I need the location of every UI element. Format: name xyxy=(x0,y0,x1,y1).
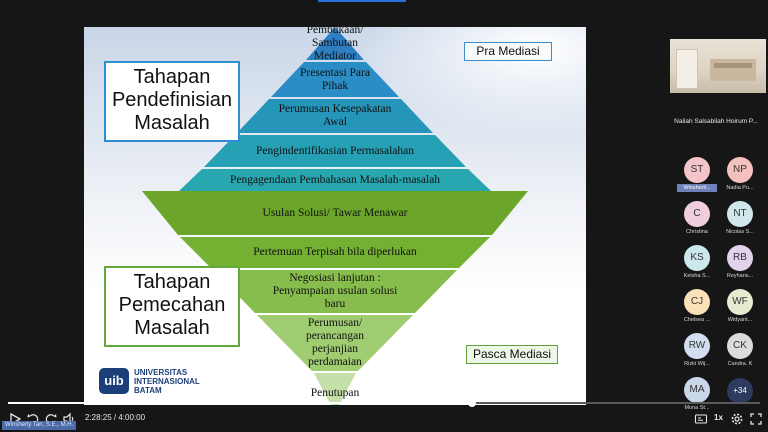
avatar: CK xyxy=(727,333,753,359)
room-shelf-edge xyxy=(714,63,752,68)
participant-name: Reyhans... xyxy=(720,272,760,280)
avatar: WF xyxy=(727,289,753,315)
progress-handle[interactable] xyxy=(468,399,476,407)
camera-participant-name: Nailah Salsabilah Hoirum P... xyxy=(664,118,768,125)
upper-tier-label: Pengindentifikasian Permasalahan xyxy=(84,145,586,158)
playback-time: 2:28:25 / 4:00:00 xyxy=(85,413,145,422)
room-door xyxy=(676,49,698,89)
university-logo: uib UNIVERSITAS INTERNASIONAL BATAM xyxy=(99,368,211,396)
top-accent-line xyxy=(318,0,406,2)
stage-line: Masalah xyxy=(106,112,238,135)
logo-line: BATAM xyxy=(134,386,200,395)
avatar: RW xyxy=(684,333,710,359)
avatar: C xyxy=(684,201,710,227)
lower-tier-label: Pertemuan Terpisah bila diperlukan xyxy=(84,246,586,259)
stage-box-definition: Tahapan Pendefinisian Masalah xyxy=(104,61,240,142)
participant-name: Rizki Wij... xyxy=(677,360,717,368)
participant-name: Widyant... xyxy=(720,316,760,324)
logo-line: INTERNASIONAL xyxy=(134,377,200,386)
avatar: RB xyxy=(727,245,753,271)
participant-name: Christina xyxy=(677,228,717,236)
captions-icon xyxy=(694,412,708,426)
fullscreen-icon xyxy=(749,412,763,426)
captions-button[interactable] xyxy=(694,412,708,426)
lower-tier: Usulan Solusi/ Tawar Menawar xyxy=(84,191,586,235)
stage-line: Pendefinisian xyxy=(106,89,238,112)
participant-name: Mona St... xyxy=(677,404,717,412)
playback-speed-button[interactable]: 1x xyxy=(714,413,723,422)
avatar: MA xyxy=(684,377,710,403)
participant-name: Nadia Pu... xyxy=(720,184,760,192)
logo-line: UNIVERSITAS xyxy=(134,368,200,377)
avatar: NP xyxy=(727,157,753,183)
stage-line: Pemecahan xyxy=(106,294,238,317)
settings-button[interactable] xyxy=(730,412,744,426)
stage-line: Tahapan xyxy=(106,66,238,89)
stage-box-solution: Tahapan Pemecahan Masalah xyxy=(104,266,240,347)
avatar: NT xyxy=(727,201,753,227)
stage-line: Tahapan xyxy=(106,271,238,294)
progress-fill xyxy=(8,402,472,404)
tier-text-line: Pembukaan/ xyxy=(84,27,586,37)
active-speaker-tag: Winsherly Tan, S.E., M.H. xyxy=(2,421,76,430)
tier-text-line: Pengindentifikasian Permasalahan xyxy=(84,145,586,158)
upper-tier: Pengagendaan Pembahasan Masalah-masalah xyxy=(84,169,586,191)
participant-name: Nicolas S... xyxy=(720,228,760,236)
avatar: CJ xyxy=(684,289,710,315)
progress-bar[interactable] xyxy=(8,402,760,404)
fullscreen-button[interactable] xyxy=(749,412,763,426)
participant-name: Keisha S... xyxy=(677,272,717,280)
post-mediation-badge: Pasca Mediasi xyxy=(466,345,558,364)
avatar: KS xyxy=(684,245,710,271)
tier-text-line: Usulan Solusi/ Tawar Menawar xyxy=(84,207,586,220)
participant-name: Candra. K xyxy=(720,360,760,368)
pre-mediation-badge: Pra Mediasi xyxy=(464,42,552,61)
lower-tier: Pertemuan Terpisah bila diperlukan xyxy=(84,237,586,268)
stage-line: Masalah xyxy=(106,317,238,340)
participant-name: Chelsea ... xyxy=(677,316,717,324)
avatar: ST xyxy=(684,157,710,183)
gear-icon xyxy=(730,412,744,426)
uib-logo-icon: uib xyxy=(99,368,129,394)
participant-name: Winsherli... xyxy=(677,184,717,192)
logo-text: UNIVERSITAS INTERNASIONAL BATAM xyxy=(134,368,200,395)
upper-tier-label: Pengagendaan Pembahasan Masalah-masalah xyxy=(84,174,586,187)
more-participants-button[interactable]: +34 xyxy=(727,378,753,404)
tier-text-line: Pengagendaan Pembahasan Masalah-masalah xyxy=(84,174,586,187)
tier-text-line: Pertemuan Terpisah bila diperlukan xyxy=(84,246,586,259)
camera-video-tile[interactable] xyxy=(670,39,766,93)
lower-tier-label: Usulan Solusi/ Tawar Menawar xyxy=(84,207,586,220)
